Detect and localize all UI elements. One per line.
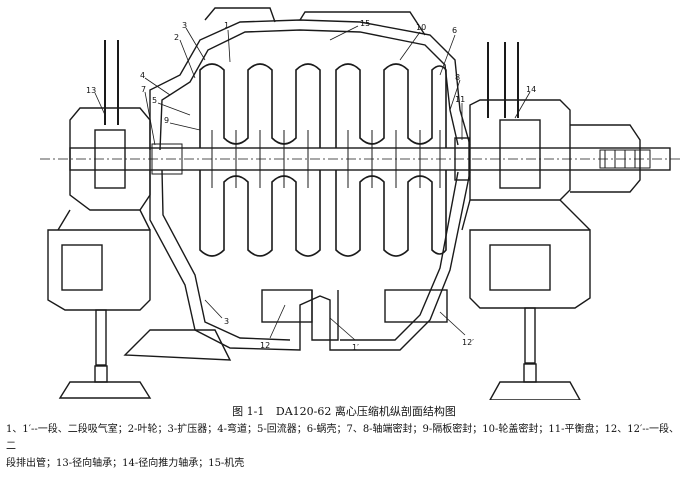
figure-title: DA120-62 离心压缩机纵剖面结构图 [275, 405, 456, 418]
center-pedestal [311, 290, 339, 341]
rotor-discs [211, 130, 441, 188]
part-label: 6 [452, 26, 457, 35]
figure-number: 图 1-1 [232, 405, 265, 418]
part-label: 12 [260, 341, 270, 350]
compressor-section-drawing: 15 2 3 1 4 5 9 13 7 10 6 8 14 11 12 1′ 1… [40, 7, 680, 400]
legend-line: 1、1′--一段、二段吸气室；2-叶轮；3-扩压器；4-弯道；5-回流器；6-蜗… [6, 424, 679, 452]
leader-lines [94, 25, 531, 341]
part-label: 2 [174, 33, 179, 42]
part-label: 1′ [352, 343, 359, 352]
legend-line: 段排出管；13-径向轴承；14-径向推力轴承；15-机壳 [6, 458, 245, 469]
part-label: 1 [224, 21, 229, 30]
bearing-housing-right [461, 99, 641, 309]
shaft-coupling [599, 149, 651, 169]
part-label: 12′ [462, 338, 474, 347]
part-label: 9 [164, 116, 169, 125]
discharge-pipe-12 [261, 289, 313, 323]
bearing-bolts-left [104, 40, 119, 125]
discharge-pipe-12prime [384, 289, 448, 323]
casing-lower-inner [161, 169, 459, 341]
support-leg-right [489, 307, 581, 400]
casing-lower [149, 170, 471, 351]
impellers-upper [199, 63, 447, 148]
part-label: 15 [360, 19, 370, 28]
support-leg-left [58, 309, 152, 399]
part-label: 11 [455, 95, 465, 104]
part-label: 5 [152, 96, 157, 105]
casing-top-rib [204, 7, 426, 36]
figure-legend: 1、1′--一段、二段吸气室；2-叶轮；3-扩压器；4-弯道；5-回流器；6-蜗… [6, 421, 686, 472]
casing-upper [149, 19, 471, 150]
part-label: 7 [141, 85, 146, 94]
part-label: 4 [140, 71, 145, 80]
bearing-bolts-right [487, 42, 519, 118]
casing-upper-inner [159, 29, 459, 151]
part-label: 3 [224, 317, 229, 326]
part-label: 3 [182, 21, 187, 30]
part-label: 13 [86, 86, 96, 95]
support-foot-left [123, 329, 232, 361]
shaft-end-seal [151, 143, 183, 175]
part-labels: 15 2 3 1 4 5 9 13 7 10 6 8 14 11 12 1′ 1… [86, 19, 536, 352]
impellers-lower [199, 170, 447, 257]
bearing-housing-left [47, 107, 151, 311]
figure-caption: 图 1-1 DA120-62 离心压缩机纵剖面结构图 [0, 403, 688, 419]
part-label: 8 [455, 73, 460, 82]
part-label: 10 [416, 23, 426, 32]
part-label: 14 [526, 85, 536, 94]
